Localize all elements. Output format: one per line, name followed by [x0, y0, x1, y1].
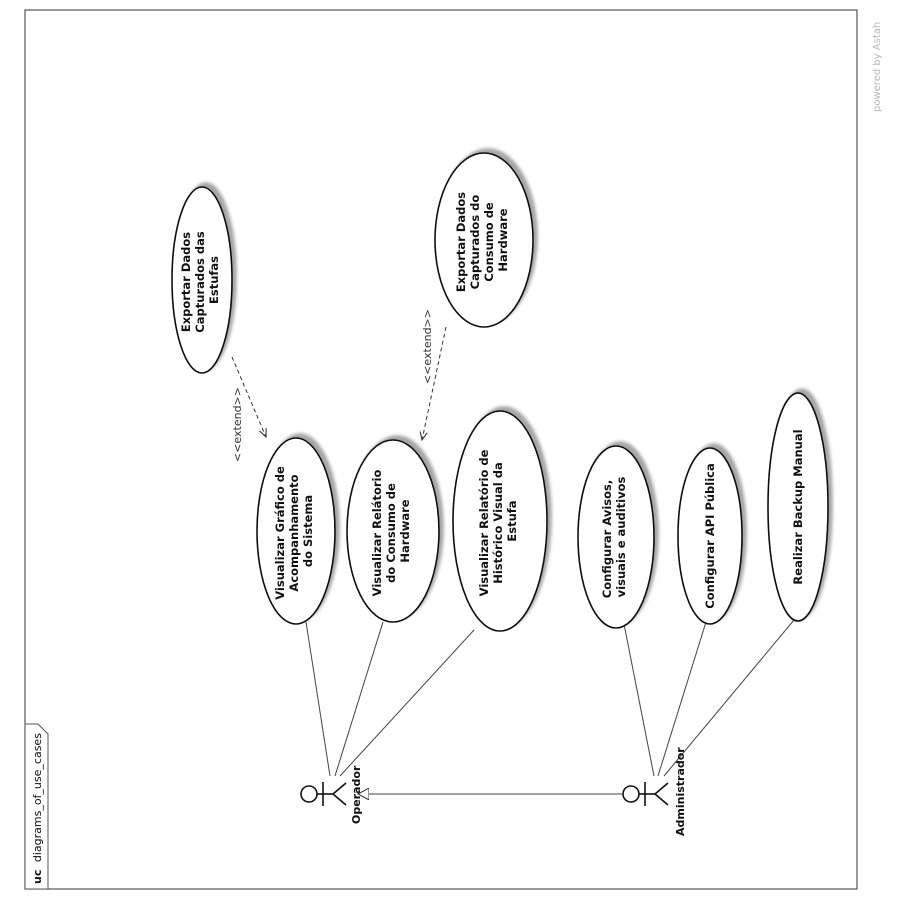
svg-text:powered by Astah: powered by Astah [872, 22, 883, 112]
actor-operador[interactable] [300, 782, 347, 806]
use-case-exportar-hardware[interactable]: Exportar Dados Capturados do Consumo de … [434, 152, 534, 328]
assoc-operador-relatorio-hw [334, 621, 384, 777]
actor-operador-label: Operador [350, 765, 363, 824]
diagram-frame [24, 9, 858, 890]
extend-label-estufas: <<extend>> [231, 387, 244, 462]
svg-text:Configurar API Pública: Configurar API Pública [703, 463, 717, 609]
assoc-operador-relatorio-estufa [339, 629, 475, 777]
assoc-admin-avisos [623, 623, 655, 777]
svg-text:uc diagrams_of_use_cases: uc diagrams_of_use_cases [31, 733, 44, 884]
svg-text:<<extend>>: <<extend>> [231, 387, 244, 462]
actor-administrador[interactable] [622, 782, 669, 806]
actor-administrador-label: Administrador [674, 747, 687, 836]
astah-watermark: powered by Astah [872, 22, 883, 112]
use-case-backup-manual[interactable]: Realizar Backup Manual [767, 392, 829, 622]
assoc-admin-api [657, 621, 707, 777]
svg-text:Configurar Avisos, vis: Configurar Avisos, visuais e auditivos [600, 476, 628, 598]
use-case-grafico[interactable]: Visualizar Gráfico de Acompanhamento do … [256, 437, 336, 625]
svg-text:Operador: Operador [350, 765, 363, 824]
use-case-relatorio-estufa[interactable]: Visualizar Relatório de Histórico Visual… [452, 410, 548, 632]
assoc-operador-grafico [305, 621, 331, 777]
extend-hw-line [422, 326, 447, 440]
frame-tab [24, 723, 49, 890]
use-case-exportar-estufas[interactable]: Exportar Dados Capturados das Estufas [171, 186, 233, 374]
svg-text:Administrador: Administrador [674, 747, 687, 836]
assoc-admin-backup [663, 619, 795, 777]
svg-text:Exportar Dados Captura: Exportar Dados Capturados do Consumo de … [454, 188, 510, 292]
use-case-configurar-api[interactable]: Configurar API Pública [677, 447, 743, 625]
svg-text:Visualizar Relatório de: Visualizar Relatório de Histórico Visual… [477, 446, 519, 597]
svg-text:Realizar Backup Manual: Realizar Backup Manual [791, 429, 805, 584]
frame-label: uc diagrams_of_use_cases [31, 733, 44, 884]
svg-text:Visualizar Gráfico de: Visualizar Gráfico de Acompanhamento do … [273, 462, 315, 600]
use-case-relatorio-hardware[interactable]: Visualizar Relátorio do Consumo de Hardw… [346, 439, 440, 623]
extend-label-hw: <<extend>> [421, 309, 434, 384]
svg-text:<<extend>>: <<extend>> [421, 309, 434, 384]
use-case-configurar-avisos[interactable]: Configurar Avisos, visuais e auditivos [577, 445, 655, 629]
svg-text:Visualizar Relátorio d: Visualizar Relátorio do Consumo de Hardw… [370, 466, 412, 597]
svg-text:Exportar Dados Captura: Exportar Dados Capturados das Estufas [179, 227, 221, 332]
extend-estufas-line [231, 356, 266, 437]
